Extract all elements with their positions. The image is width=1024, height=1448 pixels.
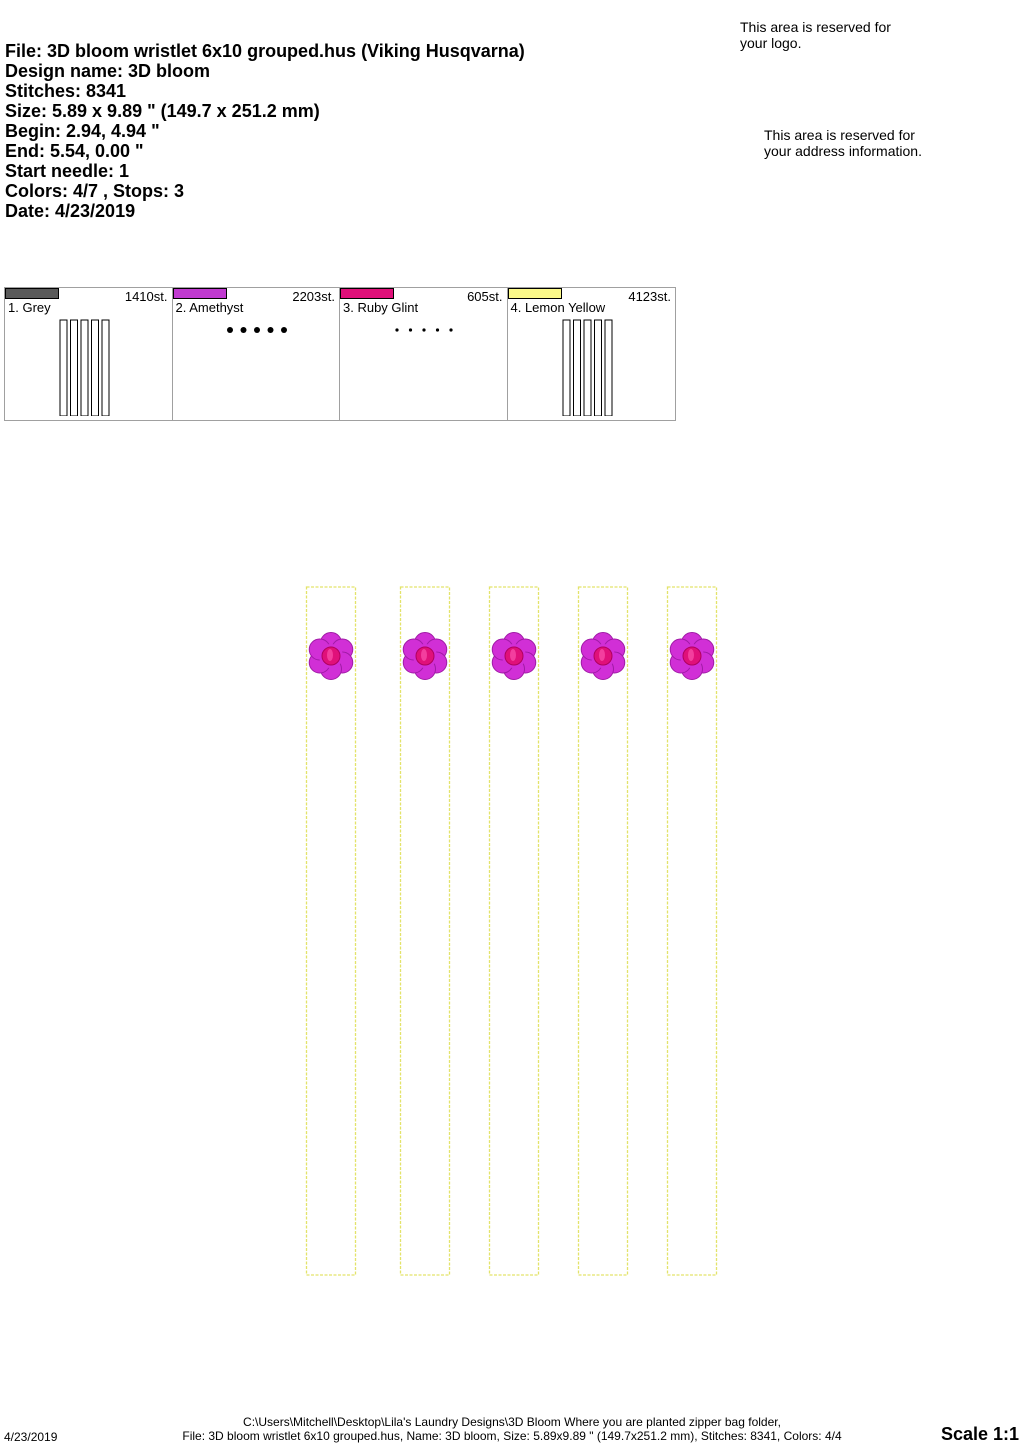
date-line: Date: 4/23/2019 [5,201,136,221]
dot-thumb [422,328,426,332]
dot-thumb [449,328,453,332]
begin-line: Begin: 2.94, 4.94 " [5,121,160,141]
dot-thumb [240,327,246,333]
size-line: Size: 5.89 x 9.89 " (149.7 x 251.2 mm) [5,101,320,121]
color-thumbnail [562,319,612,416]
flower-motif [308,632,354,680]
color-cell: 605st. 3. Ruby Glint [340,288,508,420]
flower-motif [580,632,626,680]
color-cell: 2203st. 2. Amethyst [172,288,340,420]
dot-thumb [408,328,413,332]
file-line: File: 3D bloom wristlet 6x10 grouped.hus… [5,41,525,61]
stitch-count: 1410st. [124,289,168,304]
color-name: 1. Grey [8,300,51,315]
stitches-line: Stitches: 8341 [5,81,127,101]
strip-thumb [59,319,68,416]
color-thumbnail [59,319,110,416]
dot-thumb [395,328,399,332]
wristlet-strip-outline [577,586,629,1276]
strip-thumb [101,319,110,416]
footer-scale: Scale 1:1 [940,1424,1019,1444]
design-info: File: 3D bloom wristlet 6x10 grouped.hus… [5,41,525,221]
color-swatch [340,288,394,299]
strip-thumb [572,319,581,416]
footer-date: 4/23/2019 [4,1430,58,1444]
strip-thumb [80,319,89,416]
address-placeholder-note: This area is reserved for your address i… [764,127,922,159]
strip-thumb [593,319,602,416]
flower-motif [402,632,448,680]
color-swatch [172,288,227,299]
color-sequence-table: 1410st. 1. Grey 2203st. 2. Amethyst 605s… [4,287,676,421]
design-name-line: Design name: 3D bloom [5,61,211,81]
flower-motif [491,632,537,680]
color-swatch [507,288,562,299]
stitch-count: 2203st. [292,289,335,304]
stitch-count: 605st. [467,289,503,304]
dot-thumb [253,327,260,333]
stitch-count: 4123st. [628,289,671,304]
flower-motif [669,632,715,680]
color-name: 2. Amethyst [175,300,244,315]
color-thumbnail [226,327,287,333]
dot-thumb [267,327,273,333]
dot-thumb [226,327,233,333]
wristlet-strip-outline [488,586,540,1276]
dot-thumb [280,327,287,333]
flower-center-highlight [510,649,516,661]
embroidery-design-preview [305,586,718,1276]
wristlet-strip-outline [666,586,718,1276]
flower-center-highlight [688,649,694,661]
logo-placeholder-note: This area is reserved for your logo. [740,19,891,51]
strip-thumb [562,319,570,416]
color-name: 4. Lemon Yellow [510,300,606,315]
end-line: End: 5.54, 0.00 " [5,141,144,161]
flower-center-highlight [599,649,605,661]
color-swatch [5,288,59,299]
strip-thumb [70,319,78,416]
dot-thumb [435,328,440,332]
flower-center-highlight [421,649,427,661]
footer-summary: File: 3D bloom wristlet 6x10 grouped.hus… [182,1429,842,1443]
strip-thumb [91,319,99,416]
colors-stops-line: Colors: 4/7 , Stops: 3 [5,181,185,201]
strip-thumb [583,319,591,416]
strip-thumb [604,319,612,416]
color-thumbnail [395,328,453,332]
wristlet-strip-outline [399,586,451,1276]
flower-center-highlight [327,649,333,661]
color-cell: 4123st. 4. Lemon Yellow [507,288,676,420]
color-cell: 1410st. 1. Grey [5,288,173,420]
start-needle-line: Start needle: 1 [5,161,130,181]
footer-path: C:\Users\Mitchell\Desktop\Lila's Laundry… [243,1415,781,1429]
color-name: 3. Ruby Glint [343,300,419,315]
wristlet-strip-outline [305,586,357,1276]
